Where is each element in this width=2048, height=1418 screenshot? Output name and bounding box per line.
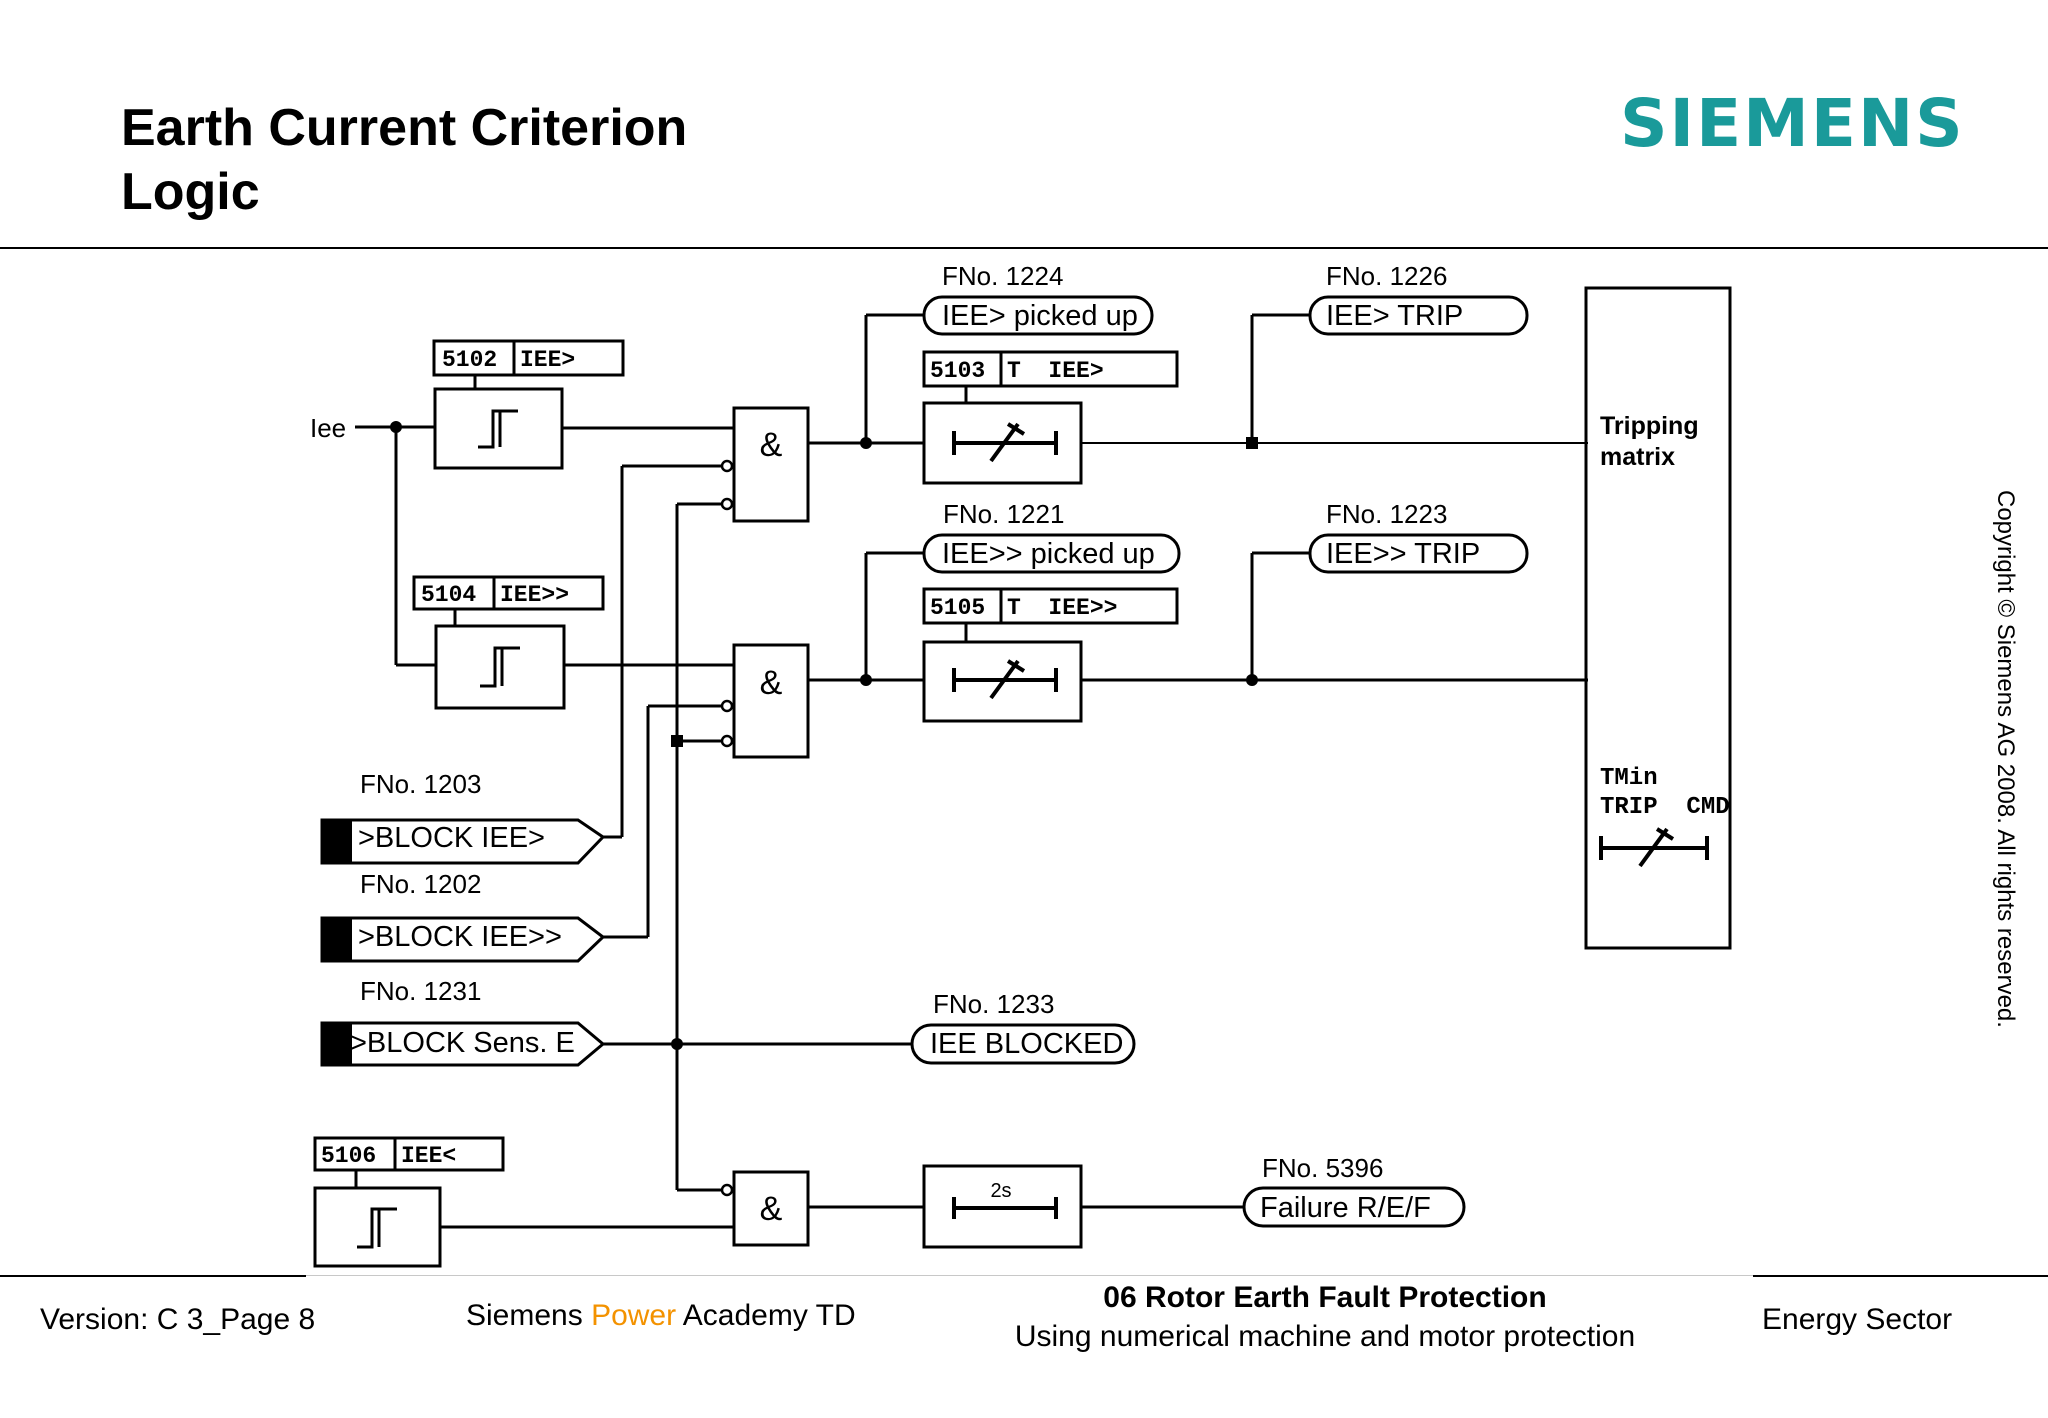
footer-academy: Siemens Power Academy TD [466, 1299, 856, 1333]
and-gate-2: & [760, 664, 783, 702]
academy-post: Academy TD [676, 1299, 856, 1332]
iee-gtgt-trip: IEE>> TRIP [1326, 538, 1480, 570]
block-sens-e-label: >BLOCK Sens. E [350, 1027, 575, 1059]
academy-pre: Siemens [466, 1299, 592, 1332]
academy-accent: Power [591, 1299, 677, 1332]
footer-course: 06 Rotor Earth Fault Protection Using nu… [940, 1278, 1710, 1356]
iee-gtgt-picked-up: IEE>> picked up [942, 538, 1155, 570]
tmin-label: TMin [1600, 765, 1658, 792]
failure-ref: Failure R/E/F [1260, 1192, 1431, 1224]
setting-5106-name: IEE< [401, 1143, 456, 1169]
fno-1226: FNo. 1226 [1326, 261, 1447, 291]
title-line-1: Earth Current Criterion [121, 99, 688, 157]
block-iee-gtgt-label: >BLOCK IEE>> [358, 921, 562, 953]
siemens-logo: SIEMENS [1620, 85, 1965, 162]
setting-5104-name: IEE>> [500, 582, 569, 608]
setting-5102-name: IEE> [520, 347, 575, 373]
fno-1223: FNo. 1223 [1326, 499, 1447, 529]
and-gate-3: & [760, 1190, 783, 1228]
iee-blocked: IEE BLOCKED [930, 1028, 1123, 1060]
fno-1231: FNo. 1231 [360, 976, 481, 1006]
setting-5103-addr: 5103 [930, 358, 985, 384]
fno-1221: FNo. 1221 [943, 499, 1064, 529]
setting-5105-name: T IEE>> [1007, 595, 1117, 621]
timer-2s-label: 2s [990, 1180, 1011, 1202]
footer-sector: Energy Sector [1762, 1303, 1953, 1336]
footer-divider-middle [306, 1275, 1753, 1276]
setting-5104-addr: 5104 [421, 582, 476, 608]
footer-course-subtitle: Using numerical machine and motor protec… [1014, 1320, 1636, 1353]
setting-5106-addr: 5106 [321, 1143, 376, 1169]
setting-5103-name: T IEE> [1007, 358, 1104, 384]
footer-divider-left [0, 1275, 306, 1277]
iee-gt-trip: IEE> TRIP [1326, 300, 1463, 332]
header-divider [0, 247, 2048, 249]
tripping-matrix-line-2: matrix [1600, 443, 1675, 471]
fno-1203: FNo. 1203 [360, 769, 481, 799]
tripping-matrix-line-1: Tripping [1600, 412, 1699, 440]
setting-5102-addr: 5102 [442, 347, 497, 373]
footer-course-title: 06 Rotor Earth Fault Protection [1103, 1281, 1547, 1314]
setting-5105-addr: 5105 [930, 595, 985, 621]
trip-cmd-label: TRIP CMD [1600, 794, 1730, 821]
title-line-2: Logic [121, 163, 260, 221]
logic-diagram: 5102 IEE> 5104 IEE>> 5106 IEE< 5103 T IE… [310, 261, 1732, 1268]
page-title: Earth Current Criterion Logic [121, 96, 687, 224]
fno-1233: FNo. 1233 [933, 989, 1054, 1019]
fno-1224: FNo. 1224 [942, 261, 1063, 291]
footer-divider-right [1753, 1275, 2048, 1277]
fno-1202: FNo. 1202 [360, 869, 481, 899]
and-gate-1: & [760, 426, 783, 464]
iee-input-label: Iee [310, 413, 346, 443]
footer-version: Version: C 3_Page 8 [40, 1303, 316, 1336]
block-iee-gt-label: >BLOCK IEE> [358, 822, 545, 854]
iee-gt-picked-up: IEE> picked up [942, 300, 1138, 332]
fno-5396: FNo. 5396 [1262, 1153, 1383, 1183]
